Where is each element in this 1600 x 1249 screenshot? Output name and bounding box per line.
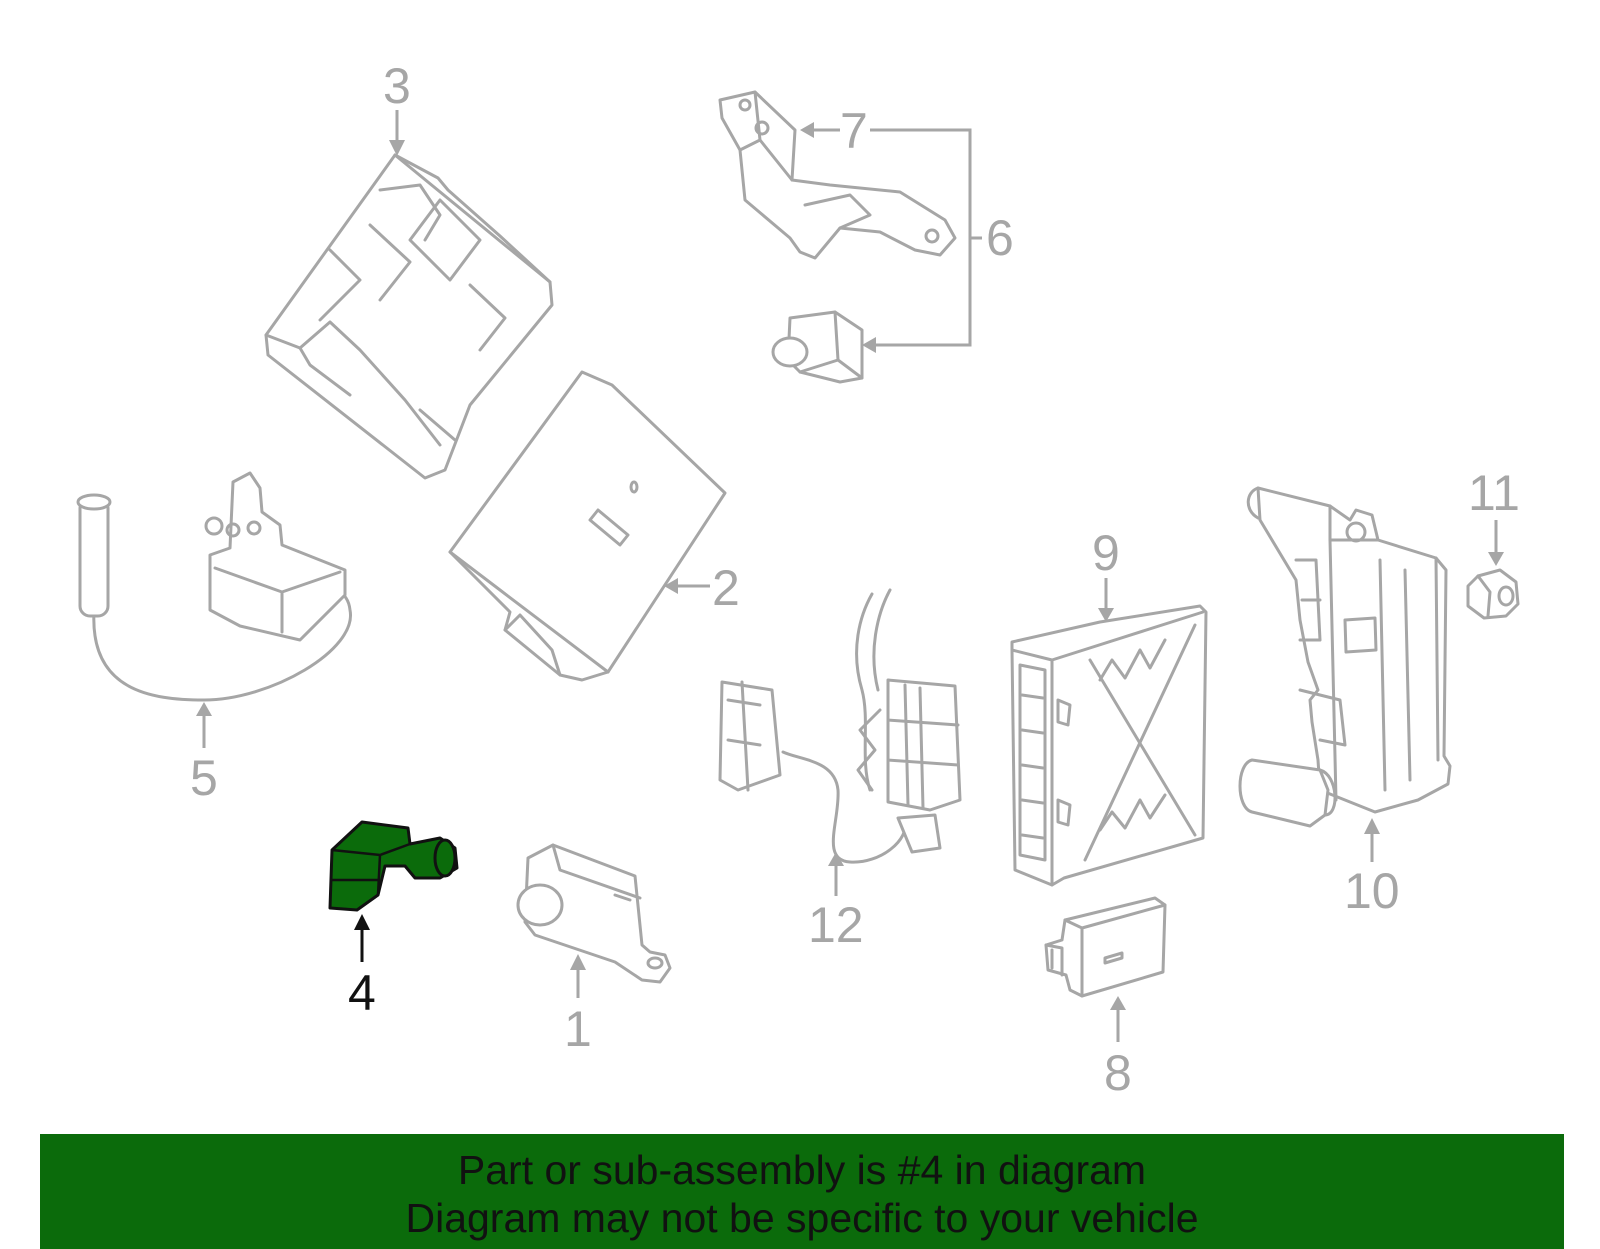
callout-10[interactable]: 10 [1344, 863, 1400, 919]
part-7-bracket[interactable] [718, 90, 957, 260]
part-3-housing[interactable] [264, 153, 554, 480]
callout-11[interactable]: 11 [1468, 465, 1520, 521]
part-10-bracket[interactable] [1238, 486, 1452, 828]
part-4-sensor-highlighted[interactable] [328, 820, 459, 912]
callout-5[interactable]: 5 [190, 750, 218, 806]
callout-2[interactable]: 2 [712, 560, 740, 616]
callout-6[interactable]: 6 [986, 210, 1014, 266]
callout-12[interactable]: 12 [808, 897, 864, 953]
part-9-relay-block[interactable] [1010, 604, 1208, 887]
part-6-sensor[interactable] [771, 310, 864, 384]
callout-2-leader [664, 578, 710, 594]
callout-5-leader [196, 702, 212, 748]
part-11-nut[interactable] [1466, 568, 1520, 620]
callout-1[interactable]: 1 [564, 1001, 592, 1057]
callout-8[interactable]: 8 [1104, 1045, 1132, 1101]
callout-9[interactable]: 9 [1092, 525, 1120, 581]
callout-7-leader [800, 122, 982, 353]
callout-4-leader [354, 914, 370, 962]
callout-3[interactable]: 3 [383, 58, 411, 114]
callout-12-leader [828, 852, 844, 896]
part-5-sensor-cable[interactable] [76, 471, 352, 702]
part-2-module[interactable] [448, 370, 727, 682]
banner-line-1: Part or sub-assembly is #4 in diagram [457, 1147, 1147, 1193]
part-8-module[interactable] [1044, 896, 1167, 998]
callout-9-leader [1098, 578, 1114, 622]
callout-1-leader [570, 954, 586, 998]
part-1-sensor[interactable] [516, 843, 672, 984]
callout-4[interactable]: 4 [348, 965, 376, 1021]
callout-11-leader [1488, 520, 1504, 566]
callout-7[interactable]: 7 [840, 103, 868, 159]
callout-8-leader [1110, 996, 1126, 1042]
callout-3-leader [389, 110, 405, 156]
info-banner: Part or sub-assembly is #4 in diagram Di… [40, 1134, 1564, 1249]
part-12-harness[interactable] [718, 588, 962, 864]
callout-10-leader [1364, 818, 1380, 862]
banner-line-2: Diagram may not be specific to your vehi… [405, 1195, 1199, 1241]
